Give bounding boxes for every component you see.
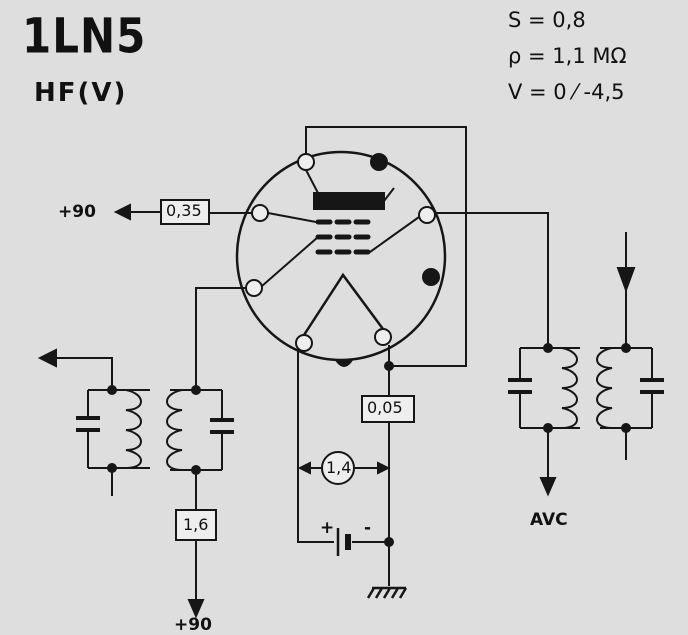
grid1-internal-wire	[267, 212, 317, 223]
wire-pin-right	[435, 212, 549, 348]
tube-envelope	[235, 150, 447, 362]
filament	[302, 272, 385, 336]
pin-lower-right-nc	[422, 268, 440, 286]
pin-bottom-left	[295, 334, 313, 352]
resistor-plate	[160, 199, 210, 225]
wire-pin-to-coil	[195, 287, 246, 390]
pin-left	[251, 204, 269, 222]
ground-symbol	[366, 586, 408, 599]
top-loop-wire	[305, 126, 467, 367]
wire-fil-left	[297, 351, 334, 543]
pin-right	[418, 206, 436, 224]
resistor-cathode-value: 0,05	[367, 398, 403, 417]
input-coil	[596, 347, 626, 429]
supply-left-label: +90	[58, 202, 96, 222]
grid3-internal-wire	[369, 216, 420, 253]
pin-top-left	[297, 153, 315, 171]
junction-loop	[384, 361, 394, 371]
supply-bottom-label: +90	[174, 615, 212, 635]
voltage-dim-arrow-right	[377, 461, 391, 475]
arrow-supply-left	[113, 203, 131, 221]
pin-top-right-nc	[370, 153, 388, 171]
voltage-dim-arrow-left	[297, 461, 311, 475]
arrow-avc	[539, 477, 557, 497]
grid-electrodes	[315, 219, 371, 255]
plate-right-wire	[383, 187, 395, 202]
battery-plus-label: +	[320, 518, 335, 538]
tube-name: 1LN5	[22, 7, 147, 64]
filament-voltage-value: 1,4	[326, 458, 352, 477]
arrow-supply-bottom	[187, 599, 205, 619]
voltage-circle	[321, 451, 355, 485]
avc-cap	[508, 378, 532, 394]
left-cap	[76, 416, 100, 432]
left-coil-secondary	[112, 389, 142, 469]
junction-left-top	[107, 385, 117, 395]
plate-internal-wire	[305, 169, 319, 194]
arrow-input	[616, 267, 636, 293]
arrow-output	[37, 348, 57, 368]
resistor-screen	[175, 509, 217, 541]
pin-lower-left	[245, 279, 263, 297]
junction-avc-top	[543, 343, 553, 353]
junction-input-top	[621, 343, 631, 353]
avc-coil	[548, 347, 578, 429]
resistor-plate-value: 0,35	[166, 201, 202, 220]
spec-transconductance: S = 0,8	[508, 8, 586, 32]
junction-primary-top	[191, 385, 201, 395]
spec-plate-resistance: ρ = 1,1 MΩ	[508, 44, 627, 68]
left-coil-primary	[166, 389, 196, 471]
grid2-internal-wire	[261, 236, 319, 287]
resistor-screen-value: 1,6	[183, 515, 209, 534]
tube-type: HF(V)	[34, 78, 128, 108]
battery-minus-label: -	[364, 518, 372, 538]
output-wire	[54, 357, 113, 390]
key-notch	[335, 359, 353, 367]
avc-label: AVC	[530, 510, 568, 530]
pin-bottom-right	[374, 328, 392, 346]
right-cap	[210, 418, 234, 434]
plate-electrode	[313, 192, 385, 210]
input-cap	[640, 378, 664, 394]
junction-left-bottom	[107, 463, 117, 473]
junction-battery	[384, 537, 394, 547]
spec-grid-bias: V = 0 ⁄ -4,5	[508, 80, 625, 104]
